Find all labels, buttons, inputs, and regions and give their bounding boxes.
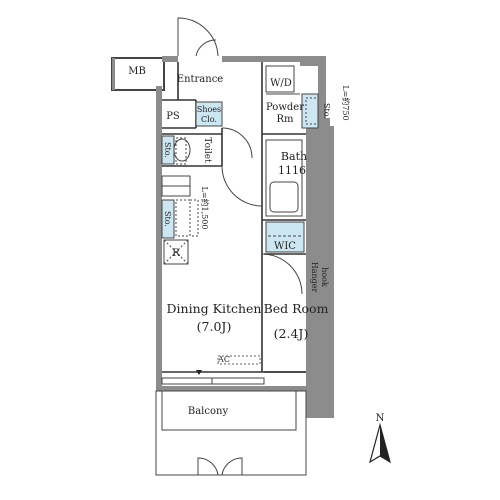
bath-tub bbox=[265, 139, 303, 217]
kitchen-door[interactable] bbox=[221, 165, 263, 207]
label-ac: AC bbox=[217, 355, 230, 364]
label-hanger-hook-2: hook bbox=[320, 267, 329, 287]
label-bath: Bath bbox=[281, 150, 307, 163]
label-toilet: Toilet bbox=[202, 137, 212, 163]
bedroom-door[interactable] bbox=[261, 253, 303, 295]
label-ps: PS bbox=[166, 111, 180, 122]
balcony-area bbox=[155, 390, 307, 476]
label-powder-rm-2: Rm bbox=[276, 114, 294, 125]
compass-icon bbox=[369, 422, 391, 464]
bottom-doors[interactable] bbox=[197, 457, 243, 476]
shoes-closet bbox=[195, 101, 223, 127]
label-wic: WIC bbox=[274, 241, 296, 252]
label-powder-rm-1: Powder bbox=[266, 102, 304, 113]
label-shelf-kitchen: L=約1,500 bbox=[200, 187, 210, 230]
balcony-window[interactable] bbox=[161, 377, 265, 385]
label-shoes-clo-2: Clo. bbox=[201, 115, 217, 124]
toilet-fixtures bbox=[161, 127, 253, 165]
entrance-door[interactable] bbox=[177, 17, 219, 57]
label-shelf-powder: L=約750 bbox=[341, 85, 351, 120]
label-dining-kitchen: Dining Kitchen bbox=[167, 301, 262, 316]
label-shoes-clo-1: Shoes bbox=[197, 105, 221, 114]
wic bbox=[265, 221, 305, 253]
entry-marker-icon bbox=[196, 370, 202, 375]
label-hanger-hook-1: Hanger bbox=[310, 262, 319, 293]
label-entrance: Entrance bbox=[177, 74, 224, 85]
kitchen-fixtures bbox=[161, 175, 199, 265]
label-sto-kitchen: Sto. bbox=[163, 211, 172, 227]
label-mb: MB bbox=[128, 66, 146, 77]
label-sto-powder: Sto. bbox=[322, 103, 331, 119]
label-wd: W/D bbox=[270, 78, 292, 89]
label-bed-room: Bed Room bbox=[264, 301, 329, 316]
exterior-walls bbox=[111, 56, 334, 418]
label-north: N bbox=[376, 413, 385, 424]
label-bed-room-size: (2.4J) bbox=[274, 326, 309, 341]
ac-unit bbox=[217, 355, 261, 365]
label-balcony: Balcony bbox=[188, 406, 229, 417]
label-refrigerator: R bbox=[172, 248, 180, 259]
interior-walls bbox=[162, 62, 306, 373]
label-sto-toilet: Sto. bbox=[163, 142, 172, 158]
powder-room-fixtures bbox=[265, 65, 319, 129]
label-bath-size: 1116 bbox=[278, 164, 306, 177]
label-dining-kitchen-size: (7.0J) bbox=[197, 319, 232, 334]
